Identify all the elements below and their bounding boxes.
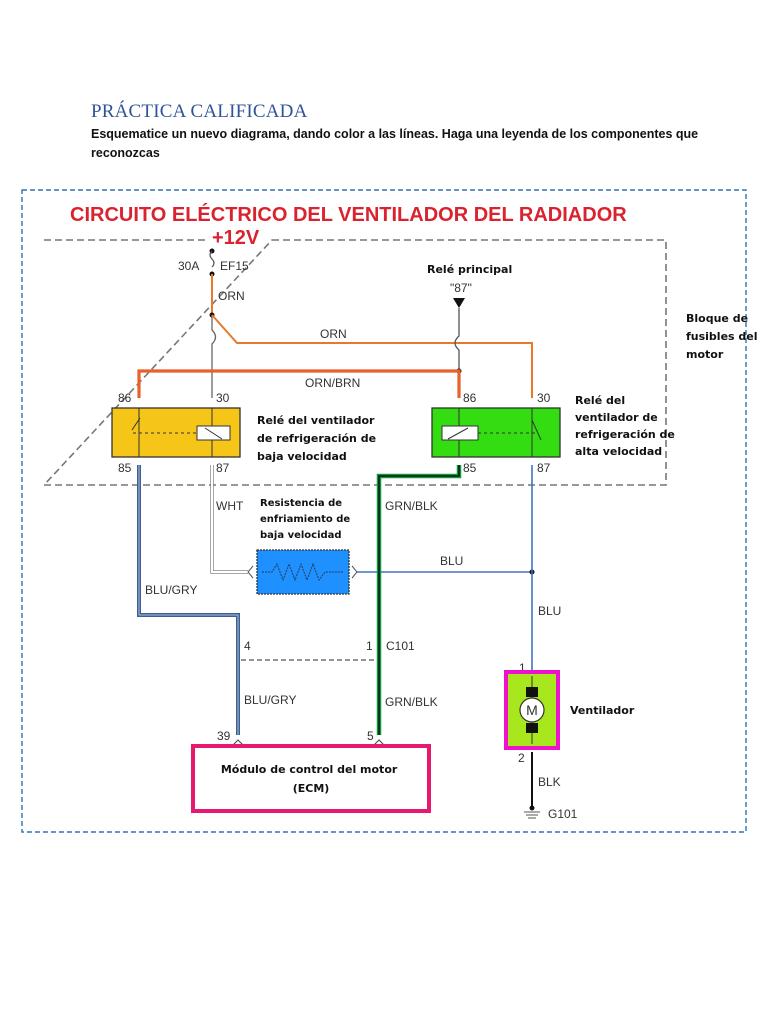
low-speed-relay: 86 30 85 87 bbox=[111, 391, 241, 475]
svg-text:86: 86 bbox=[463, 391, 477, 405]
ecm-pin-39: 39 bbox=[217, 729, 231, 743]
main-relay-label: Relé principal bbox=[427, 263, 512, 276]
wire-label-grn-blk-upper: GRN/BLK bbox=[385, 499, 438, 513]
main-relay-arrow-icon bbox=[453, 298, 465, 308]
supply-label: +12V bbox=[212, 227, 260, 249]
fan-pin-2: 2 bbox=[518, 751, 525, 765]
wire-label-grn-blk-lower: GRN/BLK bbox=[385, 695, 438, 709]
outer-frame bbox=[21, 189, 747, 833]
fuse-rating: 30A bbox=[178, 259, 199, 273]
connector-pin-1: 1 bbox=[366, 639, 373, 653]
fuse-id: EF15 bbox=[220, 259, 249, 273]
wire-label-orn-fuse: ORN bbox=[218, 289, 245, 303]
wire-label-blk: BLK bbox=[538, 775, 561, 789]
instructions-text: Esquematice un nuevo diagrama, dando col… bbox=[91, 127, 699, 160]
resistor bbox=[247, 549, 358, 595]
fuse-block-frame bbox=[42, 239, 667, 486]
svg-text:85: 85 bbox=[118, 461, 132, 475]
fuse-ef15: 30A EF15 bbox=[178, 248, 249, 277]
wire-label-orn-brn: ORN/BRN bbox=[305, 376, 360, 390]
wire-label-blu-vertical: BLU bbox=[538, 604, 561, 618]
page-heading: PRÁCTICA CALIFICADA bbox=[91, 101, 308, 122]
svg-text:30: 30 bbox=[537, 391, 551, 405]
wire-label-wht: WHT bbox=[216, 499, 244, 513]
wire-label-orn-cross: ORN bbox=[320, 327, 347, 341]
fan-motor: M bbox=[504, 670, 560, 750]
svg-text:87: 87 bbox=[216, 461, 230, 475]
fan-label: Ventilador bbox=[570, 704, 635, 717]
connector-pin-4: 4 bbox=[244, 639, 251, 653]
wire-orn-brn bbox=[137, 369, 461, 398]
fuse-block-label: Bloque de fusibles del motor bbox=[686, 312, 761, 361]
svg-text:85: 85 bbox=[463, 461, 477, 475]
wire-label-blu-horizontal: BLU bbox=[440, 554, 463, 568]
wire-label-blu-gry-upper: BLU/GRY bbox=[145, 583, 197, 597]
high-speed-relay: 86 30 85 87 bbox=[431, 391, 561, 475]
low-speed-relay-label: Relé del ventilador de refrigeración de … bbox=[257, 414, 380, 463]
diagram-title: CIRCUITO ELÉCTRICO DEL VENTILADOR DEL RA… bbox=[70, 203, 627, 226]
ground-icon bbox=[524, 805, 540, 819]
svg-text:30: 30 bbox=[216, 391, 230, 405]
wire-orn-cross bbox=[211, 314, 533, 398]
wire-wht bbox=[210, 465, 248, 574]
resistor-label: Resistencia de enfriamiento de baja velo… bbox=[260, 498, 354, 541]
ecm-module bbox=[191, 744, 431, 813]
fan-pin-1: 1 bbox=[519, 661, 526, 675]
ecm-label: Módulo de control del motor (ECM) bbox=[221, 763, 401, 795]
wire-label-blu-gry-lower: BLU/GRY bbox=[244, 693, 296, 707]
ground-label: G101 bbox=[548, 807, 578, 821]
connector-id: C101 bbox=[386, 639, 415, 653]
svg-text:86: 86 bbox=[118, 391, 132, 405]
fan-symbol: M bbox=[526, 702, 538, 718]
high-speed-relay-label: Relé del ventilador de refrigeración de … bbox=[575, 394, 679, 458]
svg-text:87: 87 bbox=[537, 461, 551, 475]
main-relay-terminal: "87" bbox=[450, 281, 472, 295]
ecm-pin-5: 5 bbox=[367, 729, 374, 743]
